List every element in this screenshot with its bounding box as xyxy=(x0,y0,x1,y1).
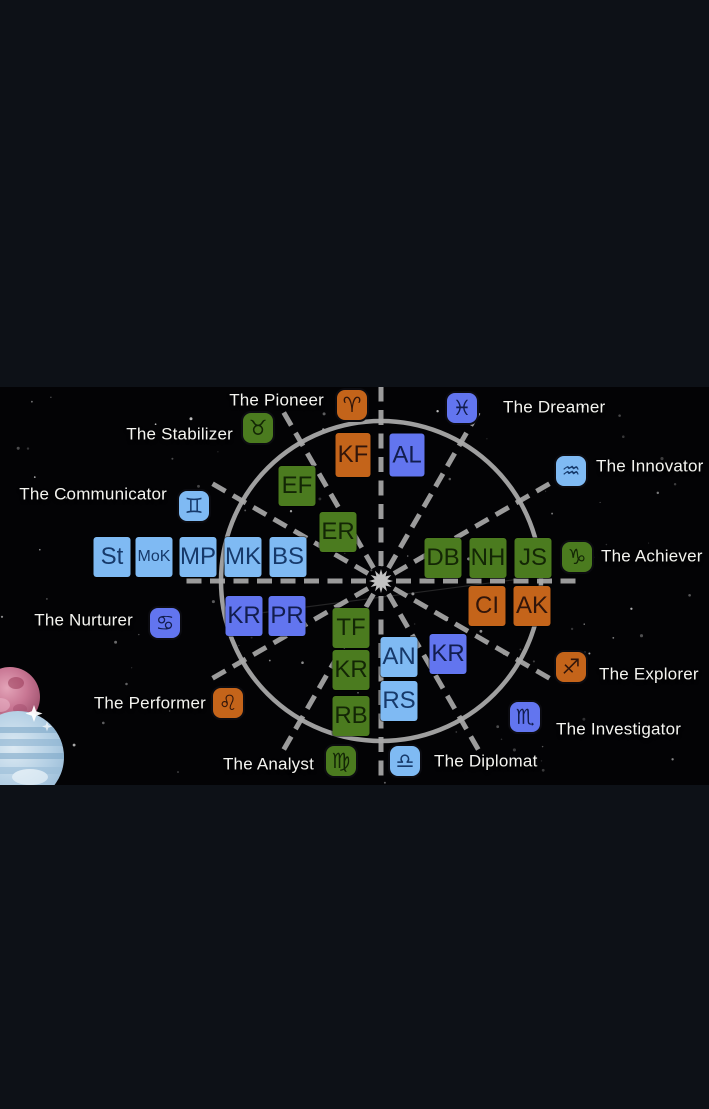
sagittarius-icon: ♐ xyxy=(561,654,581,679)
member-chip-mk-7: MK xyxy=(224,537,262,577)
member-chip-ci-12: CI xyxy=(468,586,506,626)
blue-planet xyxy=(0,711,64,785)
member-chip-bs-8: BS xyxy=(269,537,307,577)
letterbox-top xyxy=(0,0,709,387)
pisces-title-label: The Dreamer xyxy=(503,397,606,417)
aquarius-icon: ♒ xyxy=(561,458,581,483)
member-chip-rb-18: RB xyxy=(332,696,370,736)
capricorn-sign-badge: ♑ xyxy=(560,540,594,574)
virgo-title-label: The Analyst xyxy=(222,754,314,774)
gemini-icon: ♊ xyxy=(184,493,204,518)
aries-icon: ♈ xyxy=(342,392,362,417)
zodiac-wheel-scene: ♈ The Pioneer ♉ The Stabilizer ♊ The Communic… xyxy=(0,387,709,785)
taurus-title-label: The Stabilizer xyxy=(126,424,233,444)
gemini-title-label: The Communicator xyxy=(19,484,167,504)
member-chip-er-3: ER xyxy=(319,512,357,552)
member-chip-ak-13: AK xyxy=(513,586,551,626)
leo-icon: ♌ xyxy=(218,690,238,715)
pisces-sign-badge: ♓ xyxy=(445,391,479,425)
scorpio-title-label: The Investigator xyxy=(556,719,682,739)
member-chip-nh-10: NH xyxy=(469,538,507,578)
cancer-title-label: The Nurturer xyxy=(34,610,133,630)
taurus-icon: ♉ xyxy=(248,415,268,440)
aquarius-title-label: The Innovator xyxy=(596,456,704,476)
letterbox-bottom xyxy=(0,785,709,1109)
member-chip-kf-0: KF xyxy=(335,433,371,477)
taurus-sign-badge: ♉ xyxy=(241,411,275,445)
libra-sign-badge: ♎ xyxy=(388,744,422,778)
capricorn-title-label: The Achiever xyxy=(601,546,703,566)
cancer-icon: ♋ xyxy=(155,610,175,635)
member-chip-js-11: JS xyxy=(514,538,552,578)
aries-title-label: The Pioneer xyxy=(229,390,324,410)
virgo-icon: ♍ xyxy=(331,748,351,773)
member-chip-tf-16: TF xyxy=(332,608,370,648)
wheel-hub-star xyxy=(369,569,393,593)
libra-title-label: The Diplomat xyxy=(434,751,538,771)
member-chip-kr-14: KR xyxy=(225,596,263,636)
member-chip-st-4: St xyxy=(93,537,131,577)
member-chip-mok-5: MoK xyxy=(135,537,173,577)
leo-sign-badge: ♌ xyxy=(211,686,245,720)
wheel-spokes-and-rim xyxy=(179,387,583,783)
member-chip-an-19: AN xyxy=(380,637,418,677)
starfield xyxy=(0,395,691,784)
member-chip-kr-17: KR xyxy=(332,650,370,690)
pisces-icon: ♓ xyxy=(452,395,472,420)
scorpio-sign-badge: ♏ xyxy=(508,700,542,734)
member-chip-al-1: AL xyxy=(389,433,425,477)
leo-title-label: The Performer xyxy=(93,693,206,713)
sagittarius-sign-badge: ♐ xyxy=(554,650,588,684)
virgo-sign-badge: ♍ xyxy=(324,744,358,778)
sparkle-stars xyxy=(25,705,52,732)
member-chip-rs-20: RS xyxy=(380,681,418,721)
member-chip-ef-2: EF xyxy=(278,466,316,506)
scorpio-icon: ♏ xyxy=(515,704,535,729)
cancer-sign-badge: ♋ xyxy=(148,606,182,640)
zodiac-wheel-graphic xyxy=(0,387,691,785)
member-chip-kr-21: KR xyxy=(429,634,467,674)
member-chip-db-9: DB xyxy=(424,538,462,578)
capricorn-icon: ♑ xyxy=(567,544,587,569)
member-chip-pr-15: PR xyxy=(268,596,306,636)
aries-sign-badge: ♈ xyxy=(335,388,369,422)
aquarius-sign-badge: ♒ xyxy=(554,454,588,488)
gemini-sign-badge: ♊ xyxy=(177,489,211,523)
libra-icon: ♎ xyxy=(395,748,415,773)
sagittarius-title-label: The Explorer xyxy=(599,664,699,684)
member-chip-mp-6: MP xyxy=(179,537,217,577)
